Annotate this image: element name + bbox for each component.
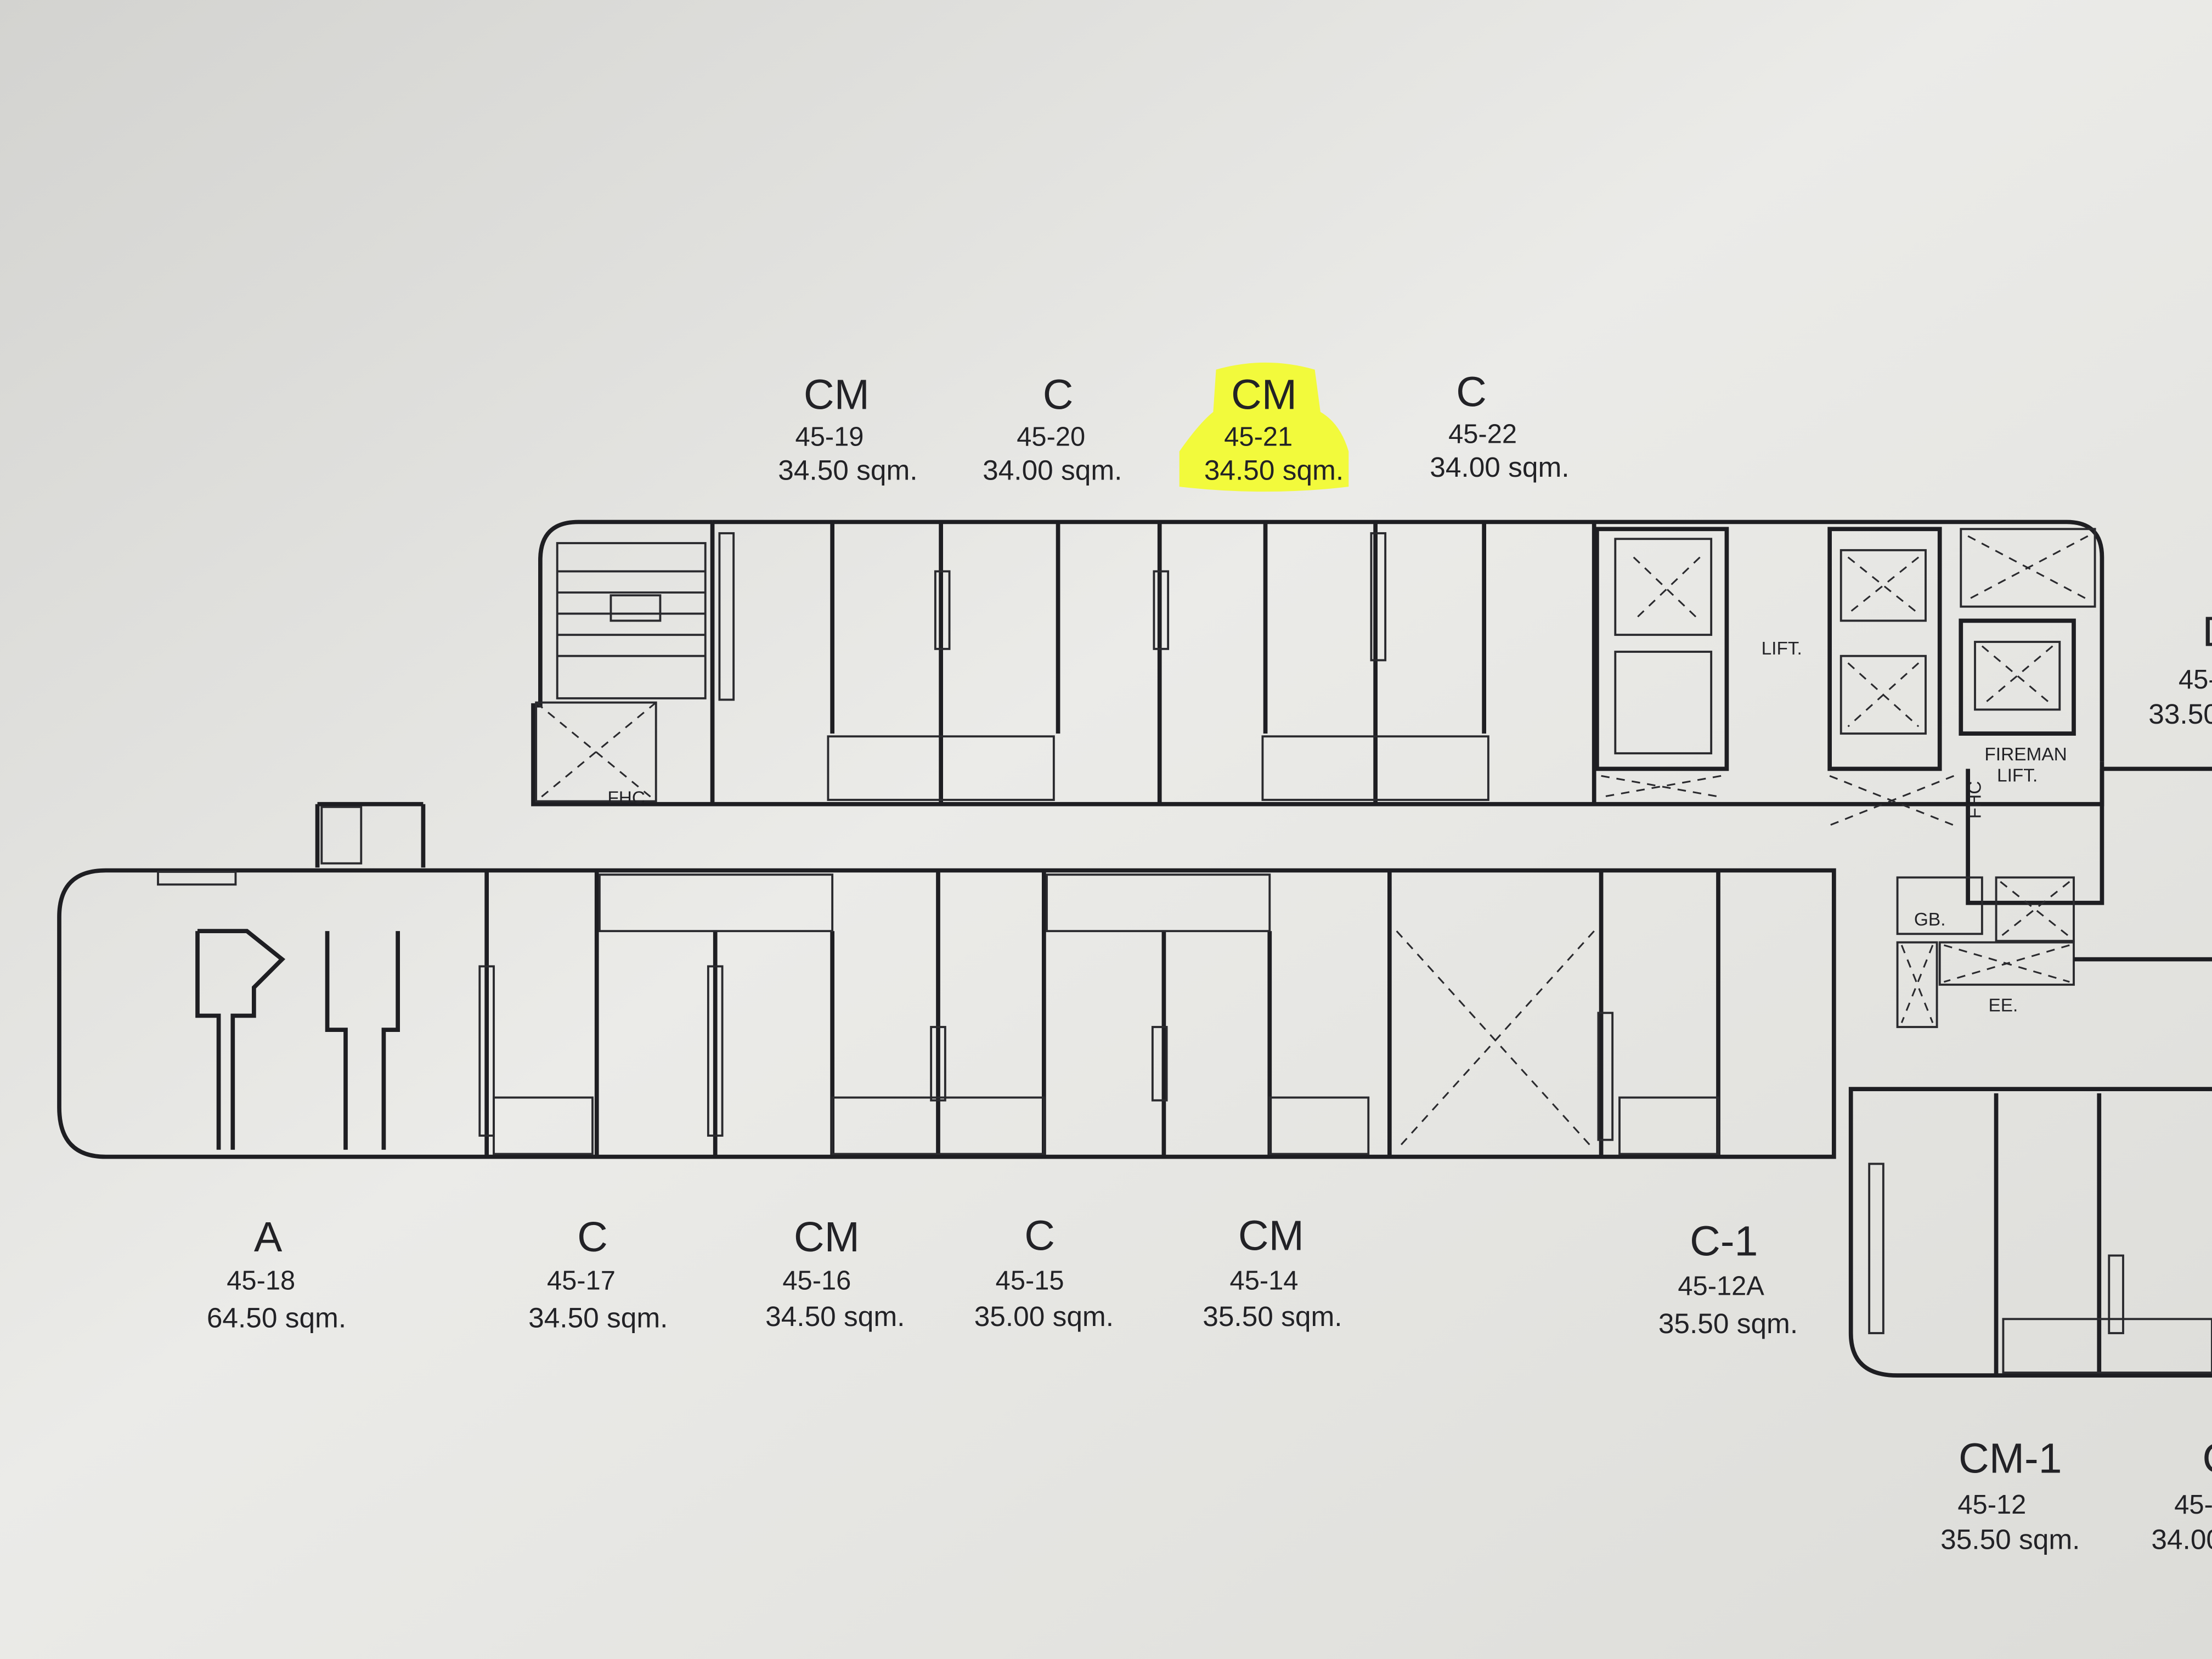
unit-area: 35.00 sqm. bbox=[974, 1300, 1114, 1332]
unit-number: 45-21 bbox=[1224, 422, 1293, 452]
unit-type: CM bbox=[804, 371, 870, 419]
unit-number: 45-22 bbox=[1448, 419, 1517, 449]
unit-area: 35.50 sqm. bbox=[1203, 1300, 1342, 1332]
unit-label-45-22: C 45-22 34.00 sqm. bbox=[1430, 369, 1569, 483]
top-wing bbox=[531, 520, 2104, 826]
stair bbox=[535, 542, 707, 803]
unit-number: 45-16 bbox=[782, 1266, 851, 1295]
unit-type: A bbox=[254, 1214, 283, 1261]
unit-type: CM bbox=[794, 1214, 860, 1261]
unit-label-45-14: CM 45-14 35.50 sqm. bbox=[1203, 1212, 1342, 1332]
unit-number: 45-12A bbox=[1678, 1272, 1764, 1301]
unit-number: 45-14 bbox=[1230, 1266, 1299, 1295]
lower-right-wing bbox=[1848, 1087, 2212, 1378]
highlight-mark bbox=[1179, 362, 1349, 492]
unit-type: C bbox=[2202, 1435, 2212, 1482]
gb-label: GB. bbox=[1914, 910, 1946, 930]
lift-core bbox=[1595, 527, 2096, 826]
unit-label-45-15: C 45-15 35.00 sqm. bbox=[974, 1212, 1114, 1332]
bottom-wing bbox=[57, 868, 1836, 1159]
unit-area: 64.50 sqm. bbox=[207, 1302, 346, 1334]
unit-area: 34.50 sqm. bbox=[778, 454, 917, 486]
unit-area: 33.50 bbox=[2148, 698, 2212, 730]
unit-label-45-20: C 45-20 34.00 sqm. bbox=[983, 371, 1122, 486]
unit-area: 34.50 sqm. bbox=[1204, 454, 1344, 486]
unit-area: 35.50 sqm. bbox=[1658, 1307, 1798, 1339]
unit-number: 45-15 bbox=[996, 1266, 1064, 1295]
right-service-area bbox=[1896, 766, 2212, 1028]
unit-label-45-16: CM 45-16 34.50 sqm. bbox=[765, 1214, 905, 1332]
unit-dividers-top bbox=[710, 522, 1596, 804]
unit-type: C bbox=[577, 1214, 608, 1261]
unit-number: 45- bbox=[2179, 665, 2212, 695]
unit-number: 45-18 bbox=[227, 1266, 295, 1295]
fireman-lift-label: FIREMAN bbox=[1984, 744, 2067, 765]
unit-area: 34.50 sqm. bbox=[528, 1302, 668, 1334]
unit-label-right-c: C 45- 34.00 bbox=[2151, 1435, 2212, 1555]
unit-area: 34.00 sqm. bbox=[1430, 451, 1569, 483]
lift-label: LIFT. bbox=[1762, 639, 1802, 659]
unit-area: 34.00 sqm. bbox=[983, 454, 1122, 486]
unit-number: 45- bbox=[2174, 1490, 2212, 1520]
unit-type: C bbox=[1043, 371, 1074, 419]
unit-label-45-17: C 45-17 34.50 sqm. bbox=[528, 1214, 668, 1334]
unit-type: C bbox=[1024, 1212, 1055, 1259]
fireman-lift-label-2: LIFT. bbox=[1997, 766, 2038, 786]
fhc-label: FHC bbox=[607, 788, 645, 809]
unit-number: 45-12 bbox=[1957, 1490, 2026, 1520]
unit-label-right-d: D 45- 33.50 bbox=[2148, 608, 2212, 730]
unit-type: C bbox=[1456, 369, 1487, 416]
unit-label-45-12: CM-1 45-12 35.50 sqm. bbox=[1940, 1435, 2080, 1555]
unit-type: C-1 bbox=[1690, 1218, 1758, 1265]
unit-area: 35.50 sqm. bbox=[1940, 1523, 2080, 1555]
service-box bbox=[320, 805, 363, 865]
unit-area: 34.50 sqm. bbox=[765, 1300, 905, 1332]
unit-number: 45-17 bbox=[547, 1266, 616, 1295]
corridor-wall bbox=[315, 802, 426, 868]
unit-number: 45-20 bbox=[1017, 422, 1085, 452]
unit-type: CM bbox=[1238, 1212, 1304, 1259]
unit-label-45-18: A 45-18 64.50 sqm. bbox=[207, 1214, 346, 1334]
unit-type: CM bbox=[1231, 371, 1297, 419]
fhc-label: FHC bbox=[1965, 781, 1985, 819]
unit-type: CM-1 bbox=[1959, 1435, 2062, 1482]
unit-label-45-12a: C-1 45-12A 35.50 sqm. bbox=[1658, 1218, 1798, 1339]
unit-area: 34.00 bbox=[2151, 1523, 2212, 1555]
unit-label-45-19: CM 45-19 34.50 sqm. bbox=[778, 371, 917, 486]
unit-label-45-21-highlighted: CM 45-21 34.50 sqm. bbox=[1204, 371, 1344, 486]
ee-label: EE. bbox=[1988, 996, 2018, 1016]
unit-type: D bbox=[2202, 608, 2212, 656]
unit-number: 45-19 bbox=[795, 422, 864, 452]
